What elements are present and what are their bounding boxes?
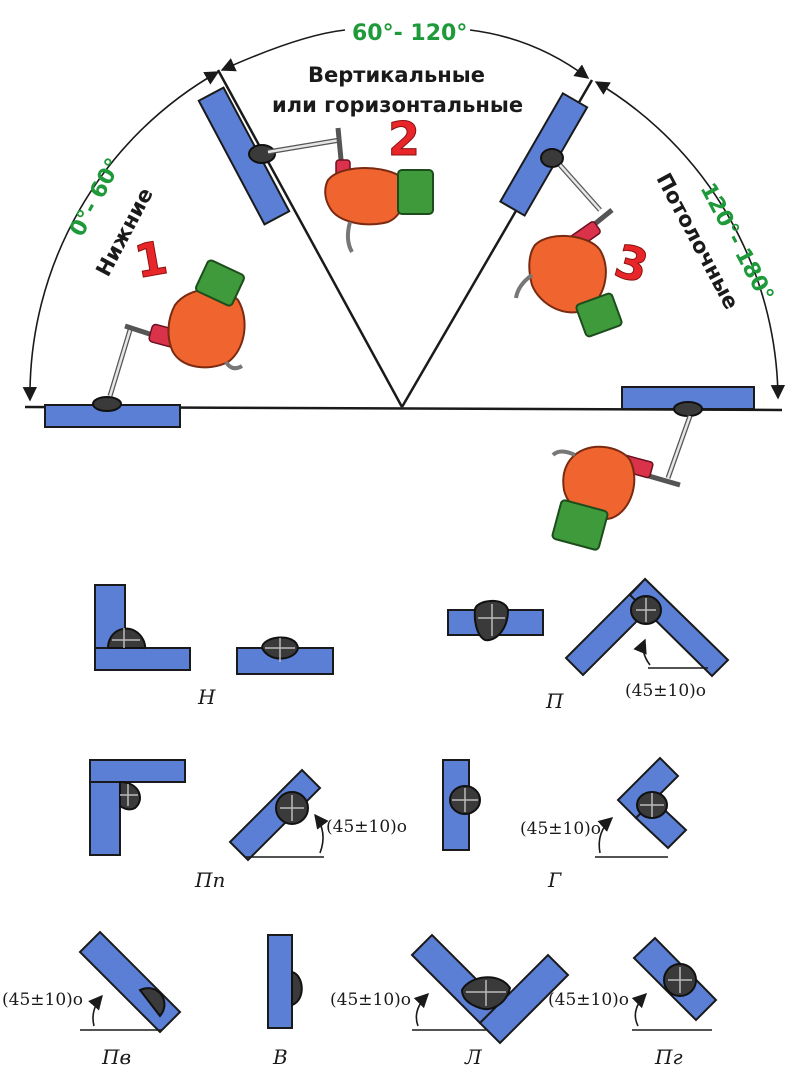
angle-arrow-Pv <box>88 994 103 1027</box>
position-V: В <box>267 934 303 1069</box>
angle-G: (45±10)о <box>520 819 601 839</box>
bead-flat-left <box>92 396 122 412</box>
hand-holder-3 <box>514 163 623 338</box>
angle-arrow-Pp <box>314 813 329 854</box>
code-V: В <box>272 1045 288 1069</box>
position-mid-line2: или горизонтальные <box>272 93 523 117</box>
angle-L: (45±10)о <box>330 990 411 1010</box>
number-2: 2 <box>388 112 420 166</box>
bead-vertical-right <box>540 148 564 168</box>
code-Pg: Пг <box>654 1045 683 1069</box>
arc-60-120-left <box>220 29 346 72</box>
arc-0-60 <box>22 71 220 402</box>
angle-Pp: (45±10)о <box>326 817 407 837</box>
bead-V <box>291 970 303 1007</box>
plate-P-right <box>628 577 730 678</box>
position-Pg: (45±10)о Пг <box>548 936 718 1069</box>
code-Pp: Пп <box>194 868 225 892</box>
plate-G-upper <box>616 756 680 820</box>
angle-arrow-Pg <box>631 992 648 1027</box>
angle-Pv: (45±10)о <box>2 990 83 1010</box>
code-P: П <box>545 689 564 713</box>
hand-holder-1 <box>107 259 246 397</box>
hand-holder-overhead <box>551 415 693 551</box>
position-G: (45±10)о Г <box>442 756 688 892</box>
code-G: Г <box>547 868 562 892</box>
position-Pp: (45±10)о Пп <box>89 759 407 892</box>
range-mid-label: 60°- 120° <box>352 21 467 46</box>
number-1: 1 <box>131 230 172 289</box>
bead-overhead <box>673 401 703 417</box>
plate-H-horizontal <box>94 647 191 671</box>
position-mid-line1: Вертикальные <box>308 63 485 87</box>
position-L: (45±10)о Л <box>330 933 570 1069</box>
arc-60-120-right <box>469 29 590 79</box>
angle-arrow-P <box>633 638 651 666</box>
angle-Pg: (45±10)о <box>548 990 629 1010</box>
plate-L-right <box>478 953 570 1045</box>
sector-line-left <box>216 69 404 408</box>
position-H: Н <box>94 584 334 709</box>
position-Pv: (45±10)о Пв <box>2 930 182 1069</box>
hand-holder-2 <box>267 127 434 254</box>
plate-V <box>267 934 293 1029</box>
code-L: Л <box>464 1045 483 1069</box>
bead-Pv <box>138 987 166 1018</box>
plate-Pv <box>78 930 182 1034</box>
angle-arrow-L <box>413 992 430 1027</box>
angle-P: (45±10)о <box>625 681 706 701</box>
semicircle-section: 0°- 60° 60°- 120° 120°- 180° Нижние Верт… <box>22 21 786 428</box>
code-H: Н <box>197 685 216 709</box>
arc-120-180 <box>594 81 786 400</box>
number-3: 3 <box>609 233 654 293</box>
angle-arrow-G <box>597 817 614 854</box>
position-P: (45±10)о П <box>447 577 730 713</box>
code-Pv: Пв <box>101 1045 131 1069</box>
bead-H-corner <box>106 627 147 649</box>
plate-Pp-horizontal <box>89 759 186 783</box>
